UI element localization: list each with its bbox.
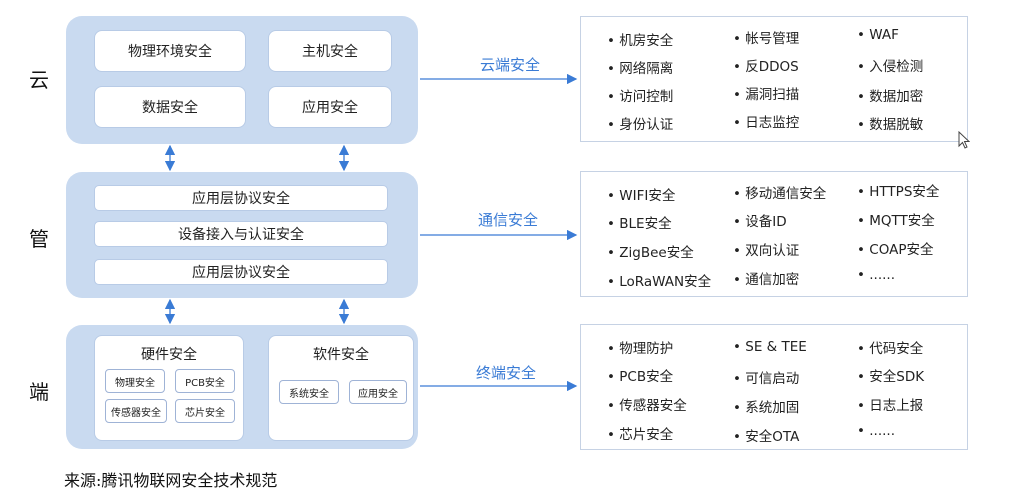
cloud-box-physical: 物理环境安全	[94, 30, 246, 72]
edge-layer: 硬件安全 物理安全 PCB安全 传感器安全 芯片安全 软件安全 系统安全 应用安…	[66, 325, 418, 449]
cloud-arrow-label: 云端安全	[480, 56, 541, 74]
edge-item-9: • 代码安全	[857, 341, 924, 357]
pipe-item-9: • HTTPS安全	[857, 184, 940, 200]
edge-item-8: • 安全OTA	[733, 429, 800, 445]
pipe-items-panel: • WIFI安全 • BLE安全 • ZigBee安全 • LoRaWAN安全 …	[580, 171, 968, 297]
edge-item-7: • 系统加固	[733, 400, 800, 416]
layer-label-cloud: 云	[29, 68, 49, 92]
edge-item-2: • PCB安全	[607, 369, 674, 385]
pipe-bar-1: 应用层协议安全	[94, 185, 388, 211]
pipe-item-6: • 设备ID	[733, 214, 787, 230]
layer-label-pipe: 管	[29, 227, 49, 251]
cloud-item-3: • 访问控制	[607, 89, 674, 105]
cloud-item-8: • 日志监控	[733, 115, 800, 131]
edge-item-11: • 日志上报	[857, 398, 924, 414]
edge-item-1: • 物理防护	[607, 341, 674, 357]
edge-item-4: • 芯片安全	[607, 427, 674, 443]
pipe-item-11: • COAP安全	[857, 242, 934, 258]
edge-item-5: • SE & TEE	[733, 339, 807, 355]
cloud-item-5: • 帐号管理	[733, 31, 800, 47]
cloud-item-7: • 漏洞扫描	[733, 87, 800, 103]
pipe-item-3: • ZigBee安全	[607, 245, 694, 261]
pipe-item-2: • BLE安全	[607, 216, 672, 232]
cloud-box-host: 主机安全	[268, 30, 392, 72]
pipe-item-7: • 双向认证	[733, 243, 800, 259]
pipe-item-5: • 移动通信安全	[733, 186, 827, 202]
pipe-item-10: • MQTT安全	[857, 213, 935, 229]
chip-sensor: 传感器安全	[105, 399, 167, 423]
edge-item-6: • 可信启动	[733, 371, 800, 387]
pipe-item-8: • 通信加密	[733, 272, 800, 288]
pipe-item-12: • ......	[857, 267, 896, 283]
pipe-arrow-label: 通信安全	[478, 211, 539, 229]
edge-item-10: • 安全SDK	[857, 369, 925, 385]
layer-label-edge: 端	[29, 380, 49, 404]
cloud-layer: 物理环境安全 主机安全 数据安全 应用安全	[66, 16, 418, 144]
pipe-bar-3: 应用层协议安全	[94, 259, 388, 285]
source-caption: 来源:腾讯物联网安全技术规范	[64, 471, 278, 490]
cloud-item-10: • 入侵检测	[857, 59, 924, 75]
cloud-item-1: • 机房安全	[607, 33, 674, 49]
software-group: 软件安全 系统安全 应用安全	[268, 335, 414, 441]
chip-application: 应用安全	[349, 380, 407, 404]
cloud-box-app: 应用安全	[268, 86, 392, 128]
chip-physical: 物理安全	[105, 369, 165, 393]
edge-item-12: • ......	[857, 423, 896, 439]
mouse-cursor-icon	[958, 131, 970, 149]
edge-items-panel: • 物理防护 • PCB安全 • 传感器安全 • 芯片安全 • SE & TEE…	[580, 324, 968, 450]
cloud-items-panel: • 机房安全 • 网络隔离 • 访问控制 • 身份认证 • 帐号管理 • 反DD…	[580, 16, 968, 142]
hardware-group: 硬件安全 物理安全 PCB安全 传感器安全 芯片安全	[94, 335, 244, 441]
chip-system: 系统安全	[279, 380, 339, 404]
edge-arrow-label: 终端安全	[476, 364, 537, 382]
chip-pcb: PCB安全	[175, 369, 235, 393]
chip-chip: 芯片安全	[175, 399, 235, 423]
edge-item-3: • 传感器安全	[607, 398, 687, 414]
cloud-item-9: • WAF	[857, 27, 899, 43]
cloud-item-12: • 数据脱敏	[857, 117, 924, 133]
pipe-bar-2: 设备接入与认证安全	[94, 221, 388, 247]
cloud-box-data: 数据安全	[94, 86, 246, 128]
cloud-item-6: • 反DDOS	[733, 59, 799, 75]
software-title: 软件安全	[313, 347, 369, 363]
pipe-layer: 应用层协议安全 设备接入与认证安全 应用层协议安全	[66, 172, 418, 298]
cloud-item-2: • 网络隔离	[607, 61, 674, 77]
hardware-title: 硬件安全	[141, 347, 197, 363]
cloud-item-4: • 身份认证	[607, 117, 674, 133]
pipe-item-4: • LoRaWAN安全	[607, 274, 712, 290]
cloud-item-11: • 数据加密	[857, 89, 924, 105]
pipe-item-1: • WIFI安全	[607, 188, 676, 204]
